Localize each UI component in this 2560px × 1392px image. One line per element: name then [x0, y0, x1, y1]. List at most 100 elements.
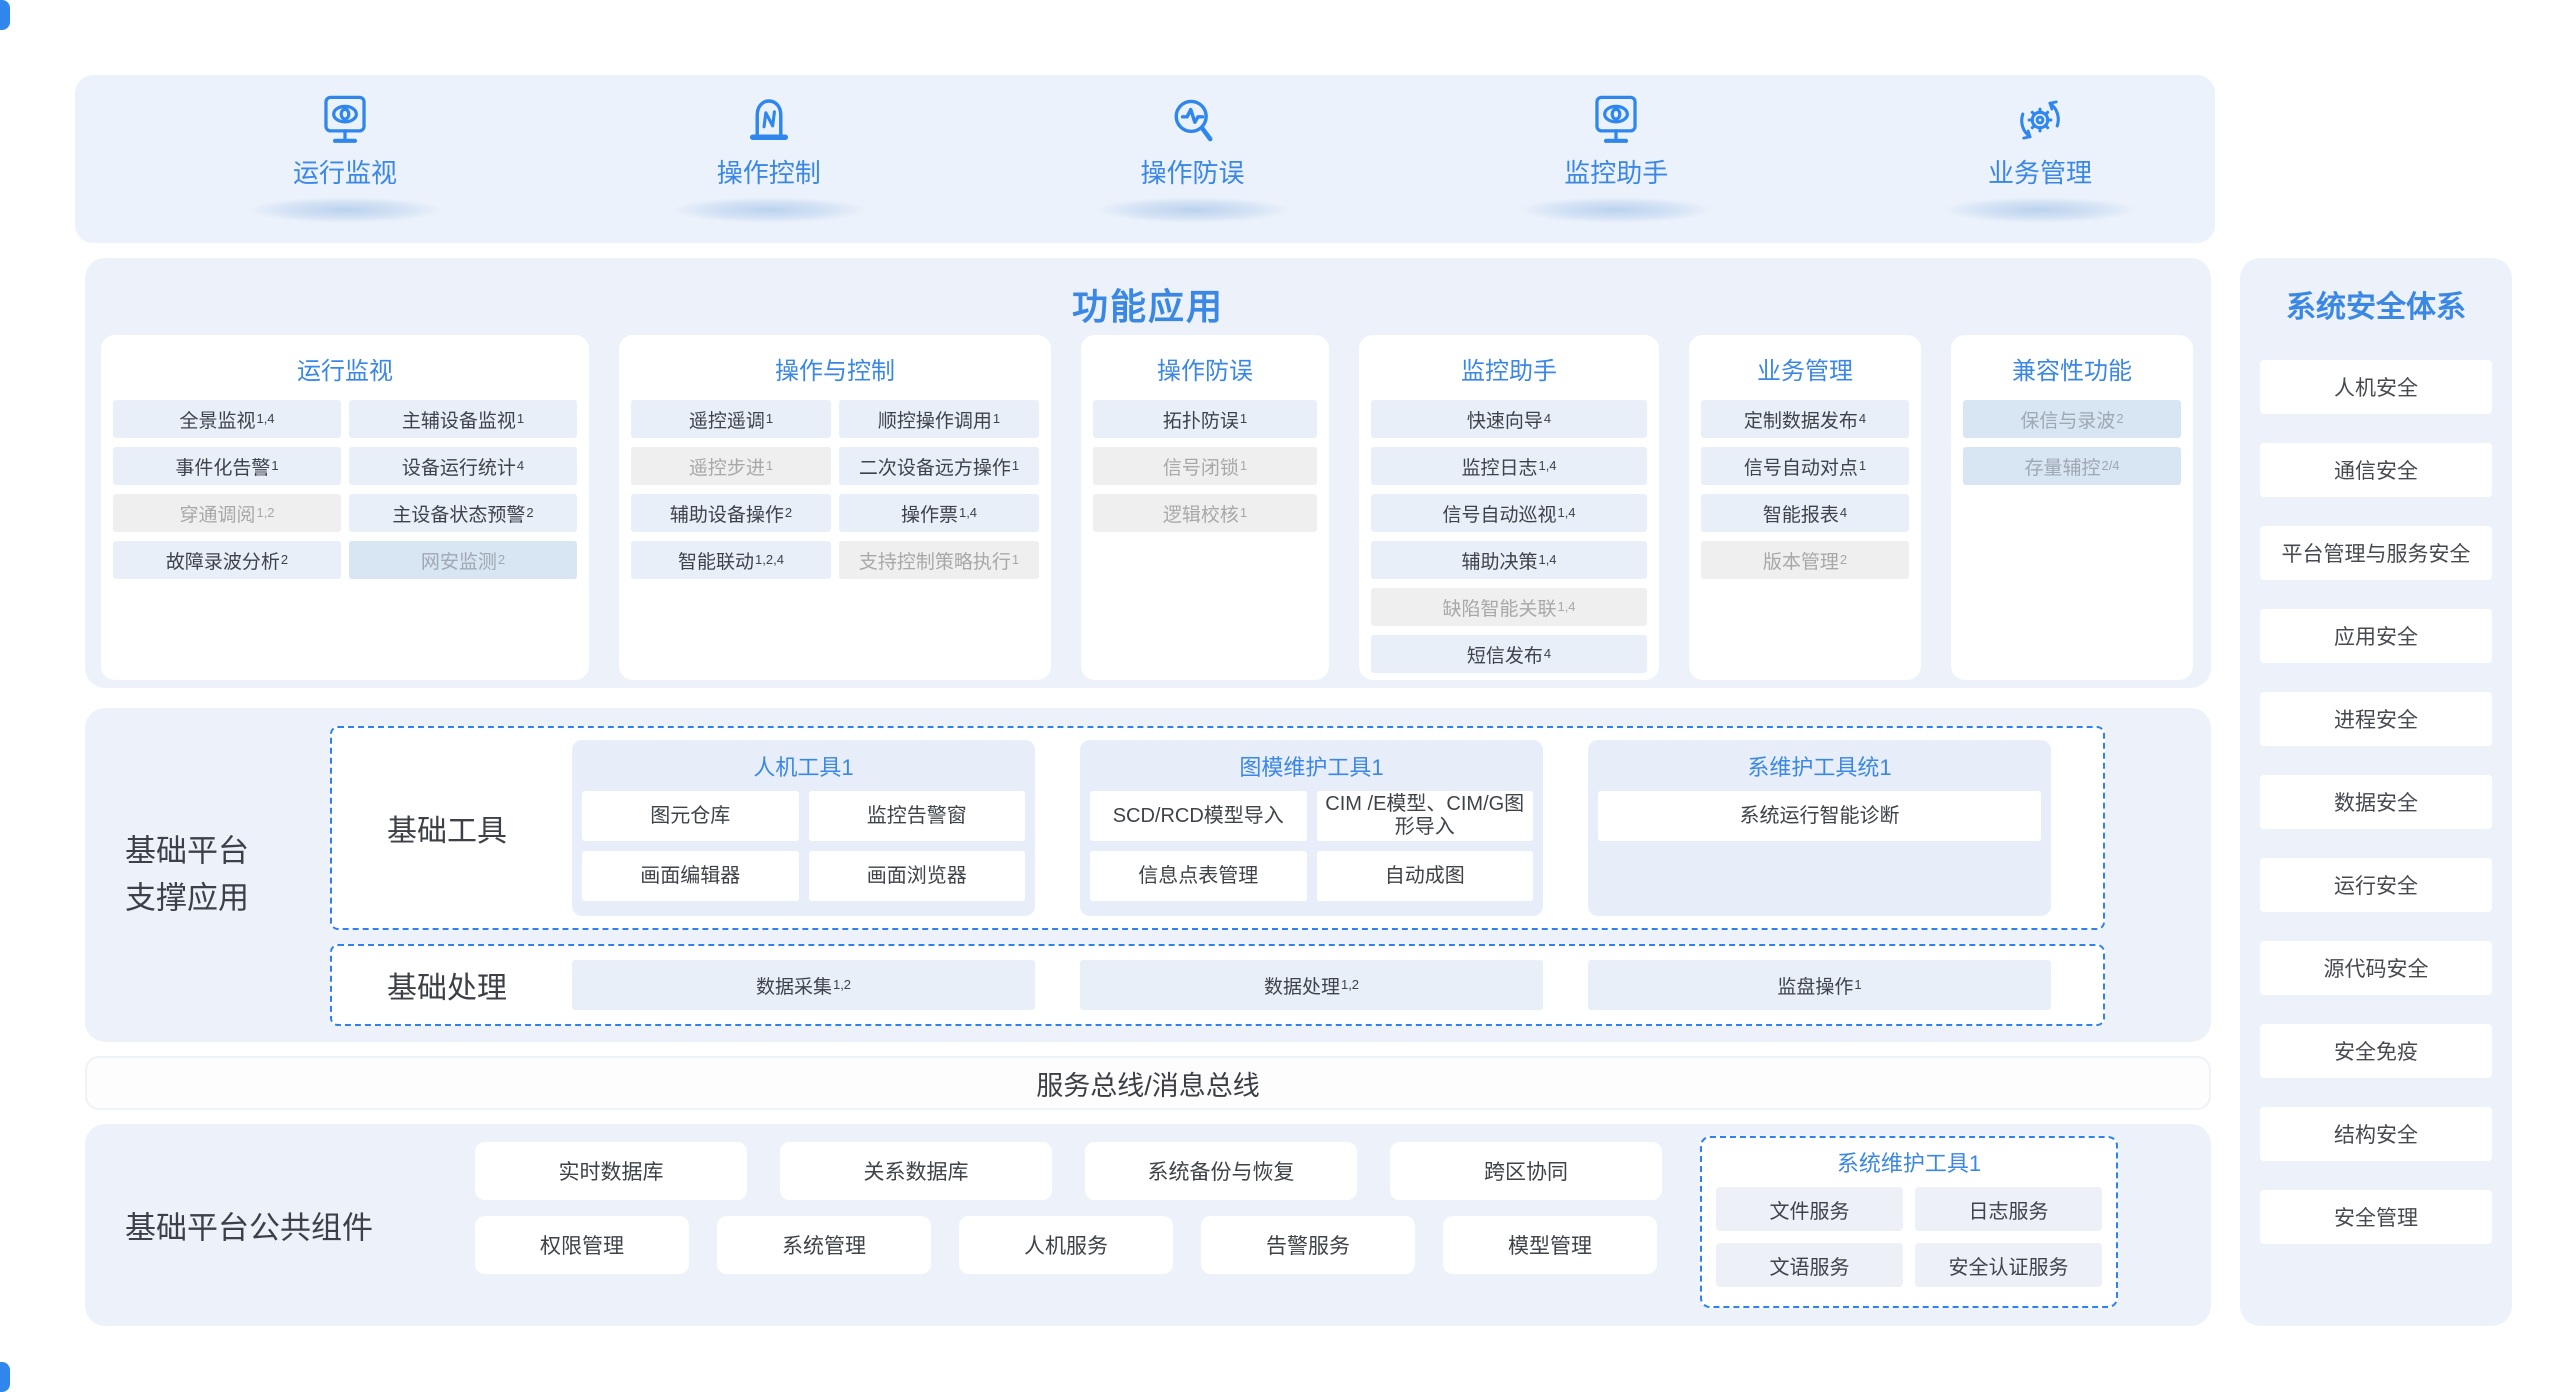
security-item[interactable]: 数据安全 [2260, 775, 2492, 829]
nav-item[interactable]: 操作防误 [1083, 91, 1303, 243]
security-item[interactable]: 进程安全 [2260, 692, 2492, 746]
tool-item[interactable]: 画面编辑器 [582, 851, 799, 901]
common-component[interactable]: 告警服务 [1201, 1216, 1415, 1274]
support-platform-label-line1: 基础平台 [125, 833, 249, 869]
maintenance-tool-item[interactable]: 文件服务 [1716, 1187, 1903, 1231]
security-item[interactable]: 应用安全 [2260, 609, 2492, 663]
nav-item[interactable]: 监控助手 [1506, 91, 1726, 243]
maintenance-tool-item[interactable]: 日志服务 [1915, 1187, 2102, 1231]
function-category-title: 业务管理 [1757, 358, 1853, 385]
gear-sync-icon [2011, 91, 2069, 149]
function-category-title: 运行监视 [297, 358, 393, 385]
security-item[interactable]: 安全免疫 [2260, 1024, 2492, 1078]
function-category-title: 操作与控制 [775, 358, 895, 385]
nav-item-label: 操作防误 [1140, 158, 1245, 188]
top-nav: 运行监视 操作控制 操作防误 监控助手 业务管理 [75, 75, 2215, 243]
common-component[interactable]: 系统备份与恢复 [1085, 1142, 1357, 1200]
tool-item[interactable]: 画面浏览器 [808, 851, 1025, 901]
common-components-rows: 实时数据库关系数据库系统备份与恢复跨区协同 权限管理系统管理人机服务告警服务模型… [475, 1142, 1662, 1274]
common-component[interactable]: 权限管理 [475, 1216, 689, 1274]
tool-item[interactable]: CIM /E模型、CIM/G图形导入 [1316, 791, 1533, 841]
tool-item[interactable]: 自动成图 [1316, 851, 1533, 901]
nav-item-label: 业务管理 [1987, 158, 2092, 188]
nav-item[interactable]: 业务管理 [1930, 91, 2150, 243]
common-component[interactable]: 人机服务 [959, 1216, 1173, 1274]
security-item[interactable]: 平台管理与服务安全 [2260, 526, 2492, 580]
security-item[interactable]: 源代码安全 [2260, 941, 2492, 995]
tool-item[interactable]: 图元仓库 [582, 791, 799, 841]
nav-item[interactable]: 运行监视 [235, 91, 455, 243]
nav-item-shadow [1096, 197, 1289, 223]
common-component[interactable]: 跨区协同 [1390, 1142, 1662, 1200]
maintenance-tool-item[interactable]: 文语服务 [1716, 1243, 1903, 1287]
nav-item[interactable]: 操作控制 [659, 91, 879, 243]
function-category-title: 操作防误 [1157, 358, 1253, 385]
security-item[interactable]: 结构安全 [2260, 1107, 2492, 1161]
security-item[interactable]: 运行安全 [2260, 858, 2492, 912]
base-process-label: 基础处理 [387, 972, 507, 1005]
maintenance-tools-box: 系统维护工具1 文件服务日志服务文语服务安全认证服务 [1700, 1136, 2118, 1308]
security-panel: 系统安全体系 人机安全通信安全平台管理与服务安全应用安全进程安全数据安全运行安全… [2240, 258, 2512, 1326]
tool-item[interactable]: 监控告警窗 [808, 791, 1025, 841]
tool-item[interactable]: 系统运行智能诊断 [1598, 791, 2041, 841]
common-component[interactable]: 关系数据库 [780, 1142, 1052, 1200]
tool-item[interactable]: SCD/RCD模型导入 [1090, 791, 1307, 841]
security-item[interactable]: 安全管理 [2260, 1190, 2492, 1244]
common-component[interactable]: 实时数据库 [475, 1142, 747, 1200]
common-component[interactable]: 模型管理 [1443, 1216, 1657, 1274]
nav-item-label: 运行监视 [292, 158, 397, 188]
tool-group-title: 人机工具1 [753, 755, 854, 780]
security-item[interactable]: 人机安全 [2260, 360, 2492, 414]
tool-item[interactable]: 信息点表管理 [1090, 851, 1307, 901]
security-item[interactable]: 通信安全 [2260, 443, 2492, 497]
nav-item-shadow [1944, 197, 2136, 223]
maintenance-tool-item[interactable]: 安全认证服务 [1915, 1243, 2102, 1287]
common-components-panel: 基础平台公共组件 实时数据库关系数据库系统备份与恢复跨区协同 权限管理系统管理人… [85, 1124, 2211, 1326]
common-component[interactable]: 系统管理 [717, 1216, 931, 1274]
